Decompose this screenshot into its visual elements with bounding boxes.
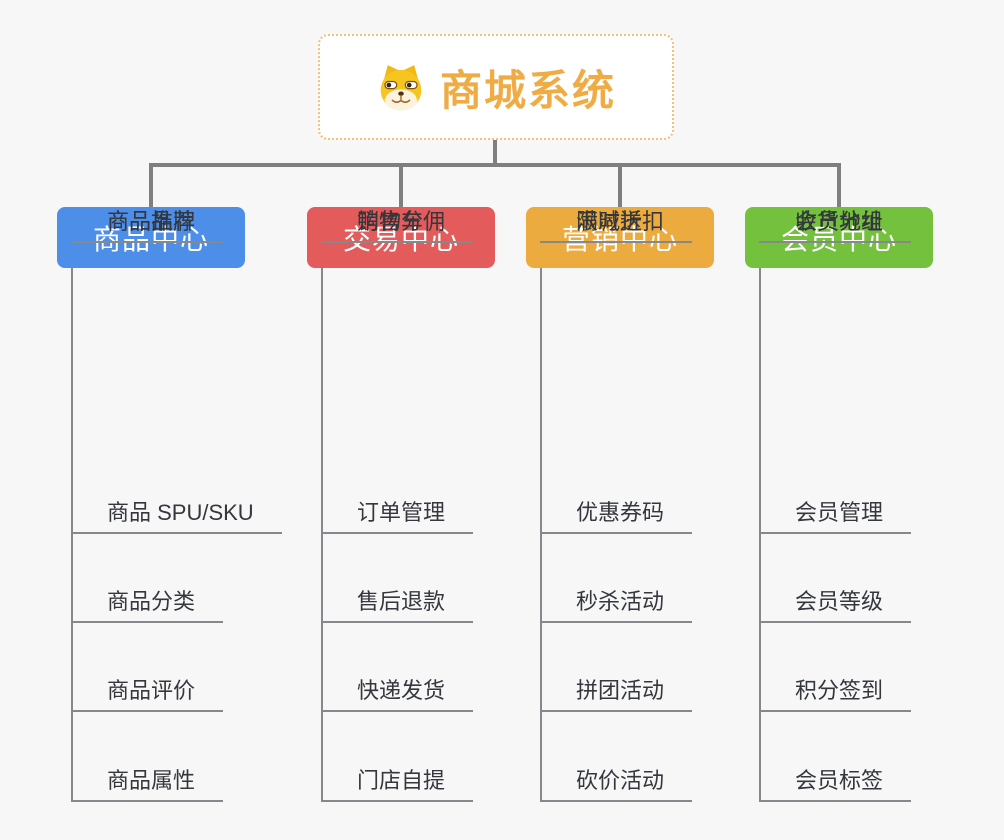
child-node[interactable]: 销售分佣 [321,207,474,243]
root-node[interactable]: 商城系统 [318,34,674,140]
branch-label: 商品中心 [92,223,209,255]
branch-label: 交易中心 [342,223,459,255]
branch-trunk-line [321,268,323,802]
child-node[interactable]: 订单管理 [321,498,474,534]
child-node[interactable]: 积分签到 [759,676,912,712]
branch-trunk-line [759,268,761,802]
child-node[interactable]: 门店自提 [321,766,474,802]
branch-label: 营销中心 [561,223,678,255]
child-node[interactable]: 砍价活动 [540,766,693,802]
shiba-dog-icon [380,65,422,111]
branch-header-members[interactable]: 会员中心 [745,207,933,268]
branch-column-marketing: 营销中心 优惠券码 秒杀活动 拼团活动 砍价活动 限时折扣 满减送 [526,207,714,827]
root-stem-line [493,140,497,164]
child-node[interactable]: 会员等级 [759,587,912,623]
child-node[interactable]: 商品品牌 [71,207,224,243]
child-node[interactable]: 快递发货 [321,676,474,712]
drop-line-products [149,163,153,208]
branch-bus-line [149,163,841,167]
child-node[interactable]: 满减送 [540,207,671,243]
branch-header-marketing[interactable]: 营销中心 [526,207,714,268]
child-node[interactable]: 优惠券码 [540,498,693,534]
child-node[interactable]: 拼团活动 [540,676,693,712]
root-title: 商城系统 [439,66,616,114]
branch-trunk-line [540,268,542,802]
child-node[interactable]: 商品 SPU/SKU [71,498,282,534]
branch-column-trade: 交易中心 订单管理 售后退款 快递发货 门店自提 购物车 销售分佣 [307,207,495,827]
child-node[interactable]: 商品评价 [71,676,224,712]
child-node[interactable]: 商品分类 [71,587,224,623]
child-node[interactable]: 商品属性 [71,766,224,802]
child-node[interactable]: 秒杀活动 [540,587,693,623]
branch-label: 会员中心 [780,223,897,255]
branch-header-products[interactable]: 商品中心 [57,207,245,268]
branch-column-products: 商品中心 商品 SPU/SKU 商品分类 商品评价 商品属性 商品推荐 商品品牌 [57,207,282,827]
child-node[interactable]: 售后退款 [321,587,474,623]
branch-trunk-line [71,268,73,802]
drop-line-marketing [618,163,622,208]
branch-header-trade[interactable]: 交易中心 [307,207,495,268]
child-node[interactable]: 收货地址 [759,207,912,243]
drop-line-trade [399,163,403,208]
branch-column-members: 会员中心 会员管理 会员等级 积分签到 会员标签 会员分组 收货地址 [745,207,933,827]
child-node[interactable]: 会员标签 [759,766,912,802]
child-node[interactable]: 会员管理 [759,498,912,534]
drop-line-members [837,163,841,208]
